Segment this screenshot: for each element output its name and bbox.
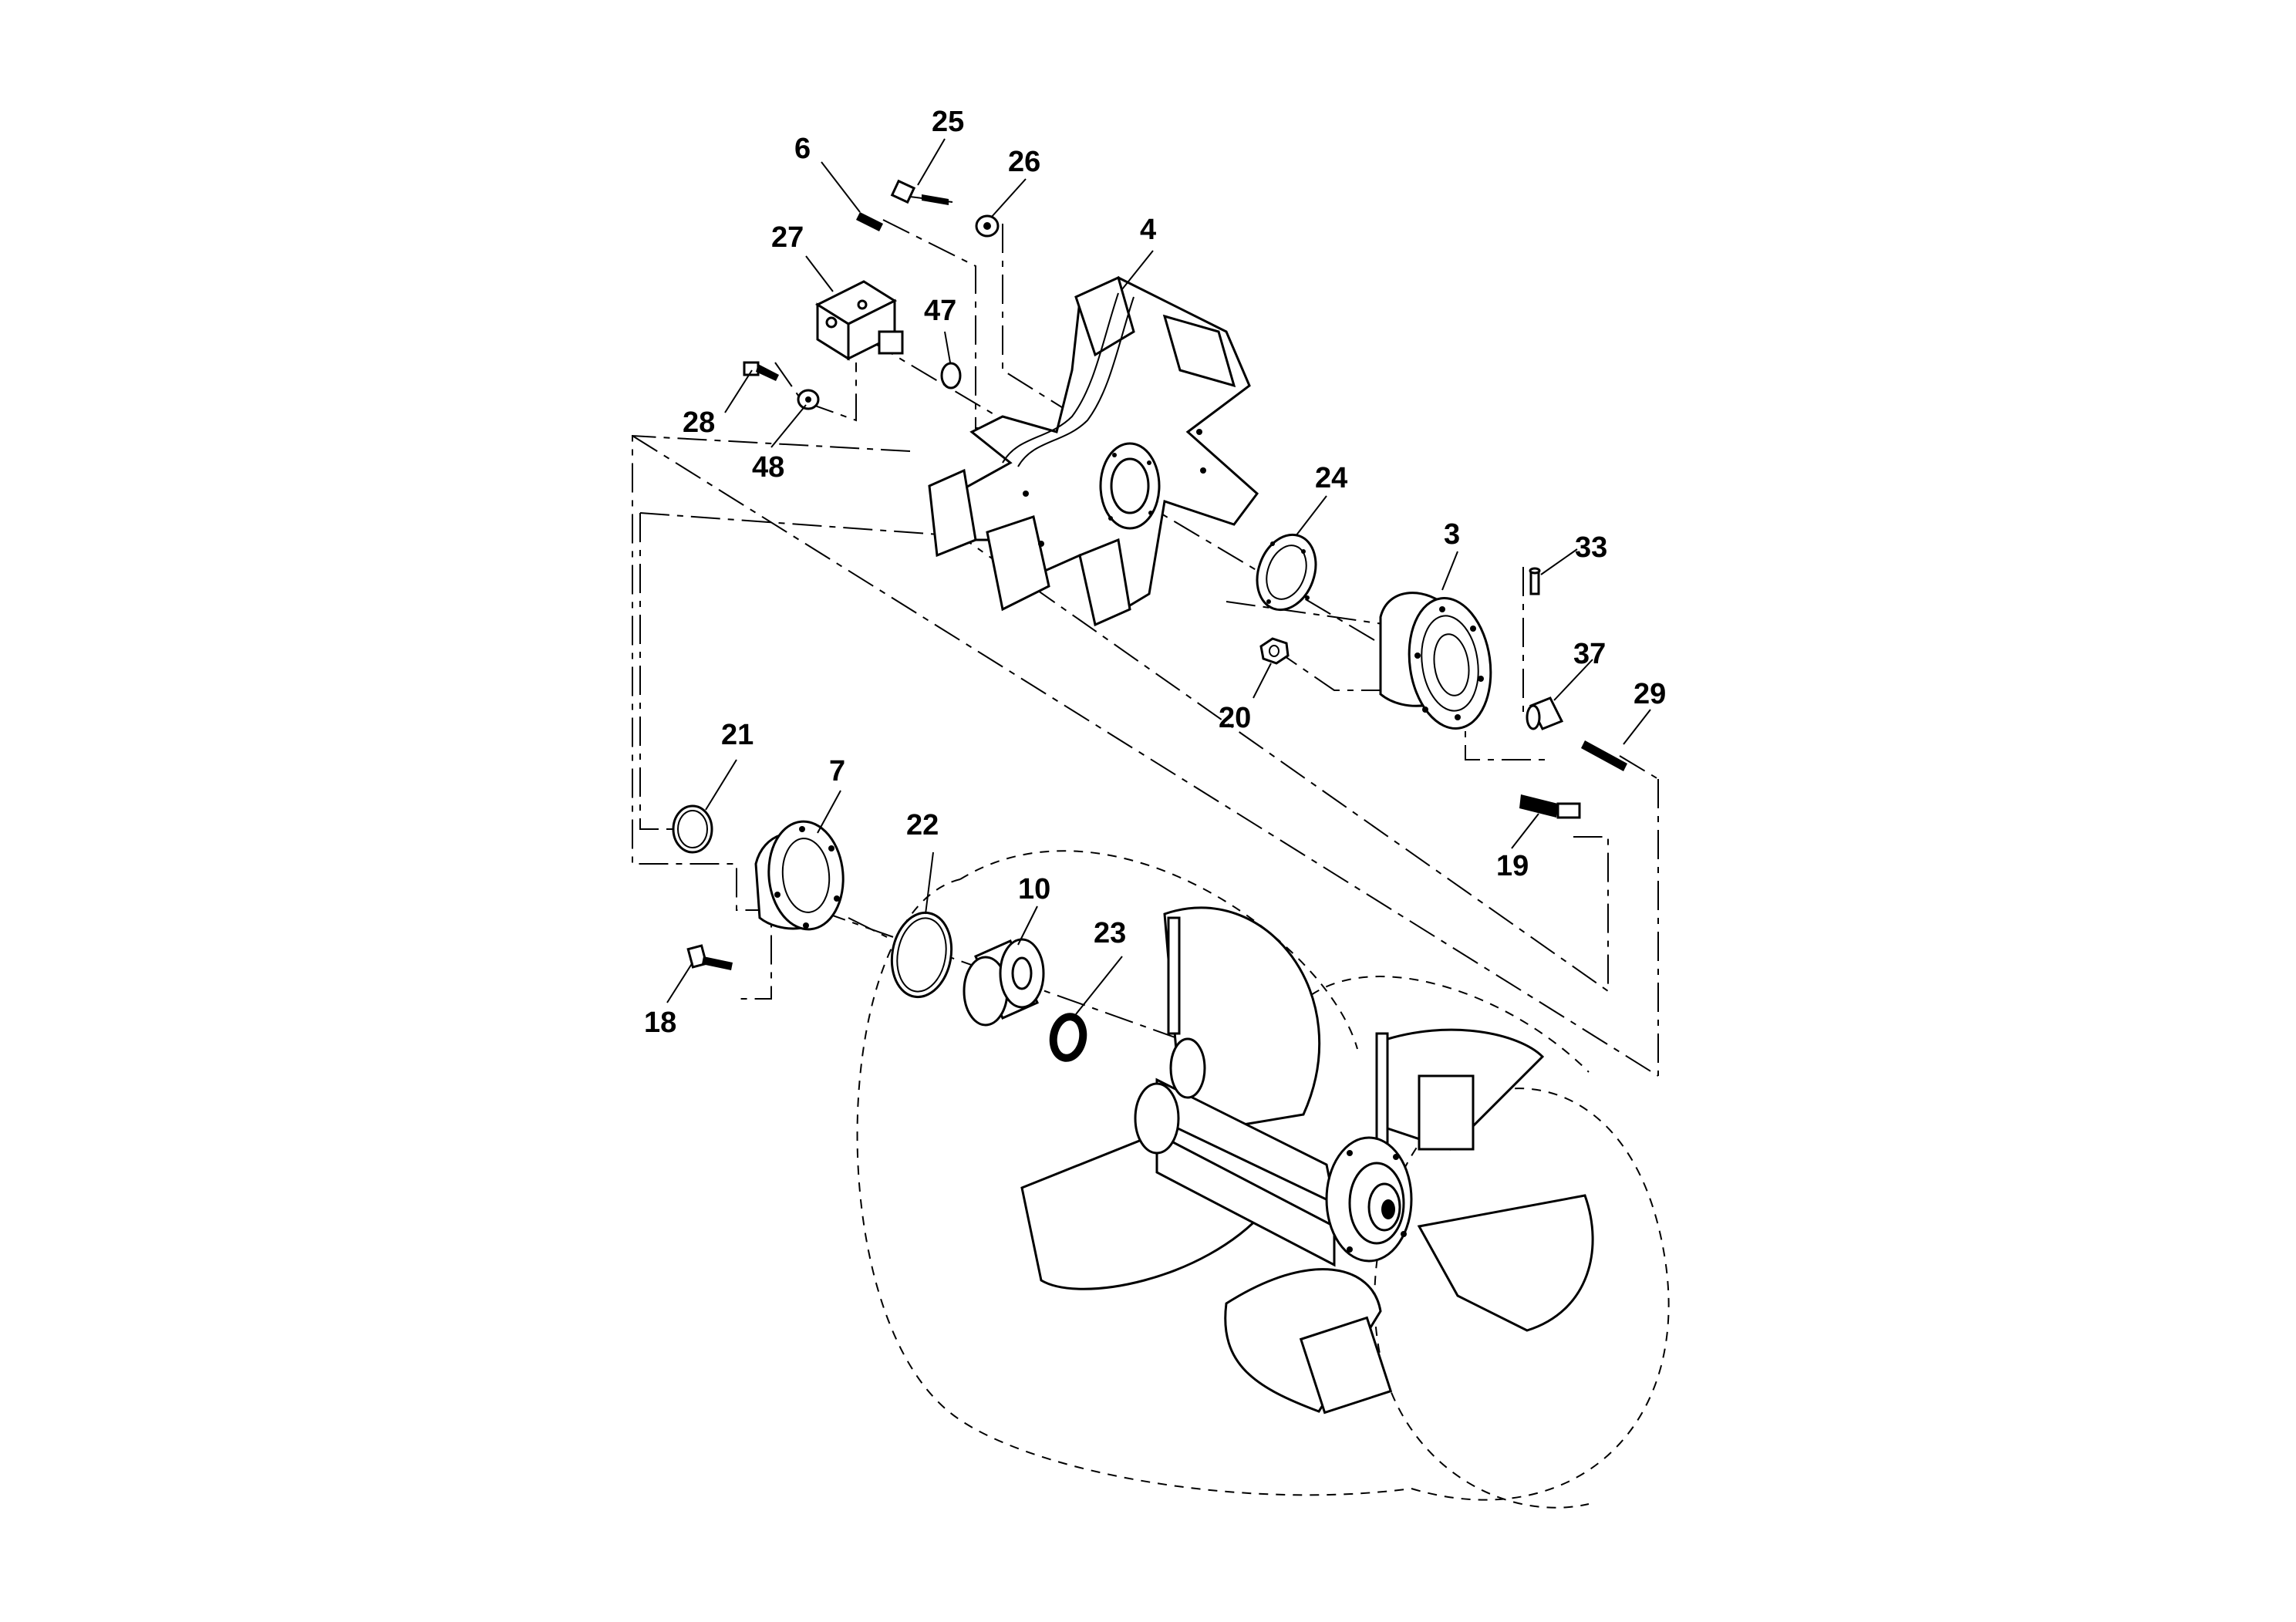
callout-26: 26 xyxy=(1008,146,1040,178)
part-25-bolt xyxy=(890,179,953,205)
part-48-washer xyxy=(797,389,820,410)
callout-28: 28 xyxy=(683,406,715,439)
part-18-bolt xyxy=(686,944,733,970)
callout-24: 24 xyxy=(1315,462,1347,494)
callout-37: 37 xyxy=(1573,638,1606,670)
part-24-gasket xyxy=(1256,533,1317,612)
part-3-flange-housing xyxy=(1379,592,1492,730)
part-4-spider-arm xyxy=(928,275,1259,627)
part-28-bolt xyxy=(743,361,779,381)
leader-lines xyxy=(666,138,1651,1015)
callout-6: 6 xyxy=(794,133,811,165)
callout-33: 33 xyxy=(1575,531,1607,564)
part-22-ring xyxy=(890,911,953,999)
callout-20: 20 xyxy=(1219,702,1251,734)
callout-48: 48 xyxy=(752,451,784,484)
part-10-bearing xyxy=(963,938,1045,1027)
part-27-valve-block xyxy=(814,280,904,361)
callout-4: 4 xyxy=(1140,214,1156,246)
callout-labels: 25 6 26 27 4 47 28 48 24 3 33 37 20 29 2… xyxy=(644,106,1666,1039)
rotor-assembly xyxy=(1020,906,1594,1415)
callout-23: 23 xyxy=(1094,917,1126,949)
part-19-stud xyxy=(1519,794,1581,819)
part-6-screw xyxy=(856,212,883,231)
callout-7: 7 xyxy=(829,755,845,787)
part-47-o-ring xyxy=(940,362,962,389)
callout-47: 47 xyxy=(924,295,956,327)
callout-19: 19 xyxy=(1496,850,1529,882)
callout-18: 18 xyxy=(644,1007,676,1039)
part-29-threaded-rod xyxy=(1581,740,1627,771)
callout-29: 29 xyxy=(1633,678,1666,710)
callout-3: 3 xyxy=(1444,518,1460,551)
part-21-o-ring xyxy=(672,804,713,854)
part-23-seal-ring xyxy=(1049,1013,1087,1062)
callout-21: 21 xyxy=(721,719,754,751)
part-37-bushing xyxy=(1526,696,1564,730)
part-33-pin xyxy=(1529,567,1541,595)
part-7-bearing-flange xyxy=(754,820,845,931)
part-26-washer xyxy=(975,214,1000,238)
drum-outline xyxy=(856,850,1670,1509)
callout-10: 10 xyxy=(1018,873,1050,905)
part-20-nut xyxy=(1259,637,1290,665)
callout-22: 22 xyxy=(906,809,939,841)
callout-27: 27 xyxy=(771,221,804,254)
callout-25: 25 xyxy=(932,106,964,138)
